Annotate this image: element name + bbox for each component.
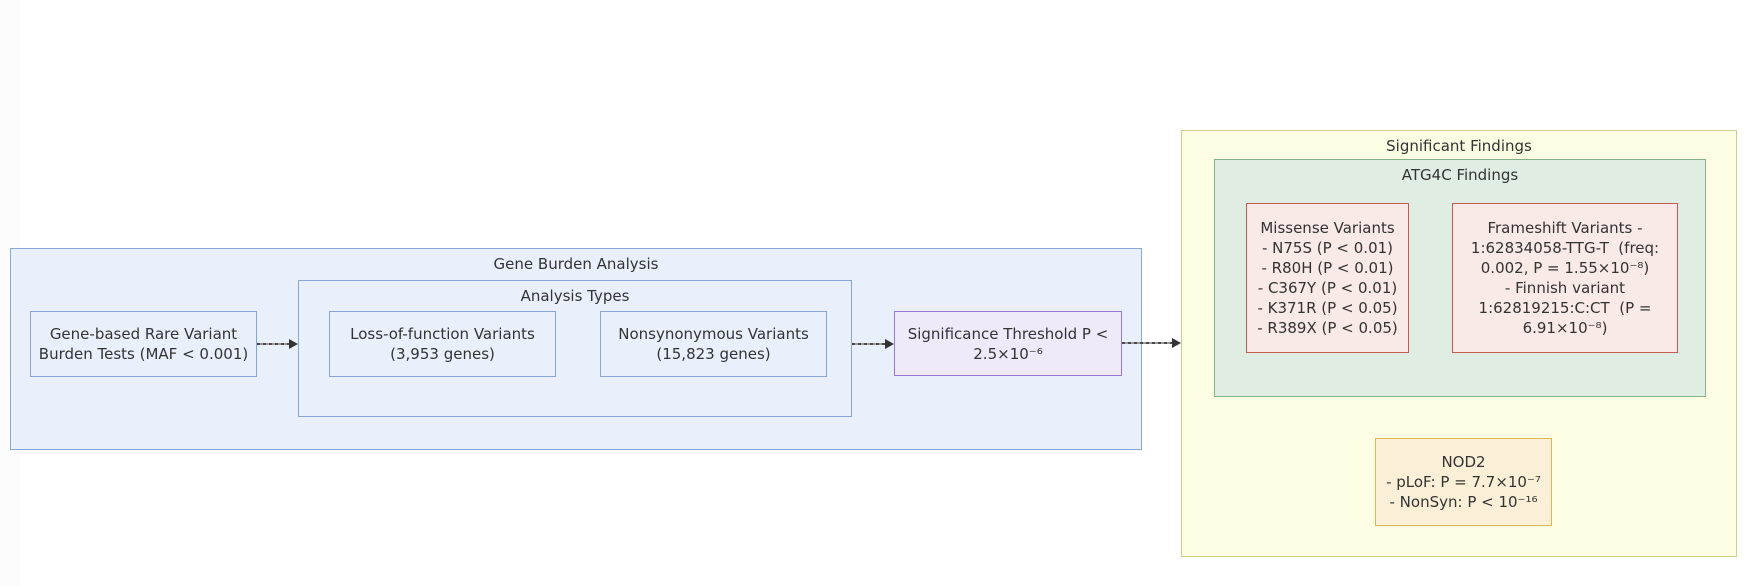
arrow-head-icon [289, 339, 298, 349]
node-frameshift-variants: Frameshift Variants -1:62834058-TTG-T (f… [1452, 203, 1678, 353]
node-loss-of-function-variants: Loss-of-function Variants(3,953 genes) [329, 311, 556, 377]
node-nod2: NOD2- pLoF: P = 7.7×10⁻⁷- NonSyn: P < 10… [1375, 438, 1552, 526]
node-nonsynonymous-variants: Nonsynonymous Variants(15,823 genes) [600, 311, 827, 377]
edge-threshold-to-significant-findings [1122, 342, 1172, 344]
arrow-head-icon [885, 339, 894, 349]
cluster-title-significant-findings: Significant Findings [1386, 137, 1532, 155]
cluster-title-gene-burden-analysis: Gene Burden Analysis [493, 255, 659, 273]
edge-maf-to-analysis-types [257, 343, 289, 345]
edge-analysis-types-to-threshold [852, 343, 885, 345]
node-significance-threshold: Significance Threshold P <2.5×10⁻⁶ [894, 311, 1122, 376]
cluster-title-atg4c-findings: ATG4C Findings [1401, 166, 1519, 184]
arrow-head-icon [1172, 338, 1181, 348]
node-missense-variants: Missense Variants- N75S (P < 0.01)- R80H… [1246, 203, 1409, 353]
cluster-title-analysis-types: Analysis Types [520, 287, 630, 305]
